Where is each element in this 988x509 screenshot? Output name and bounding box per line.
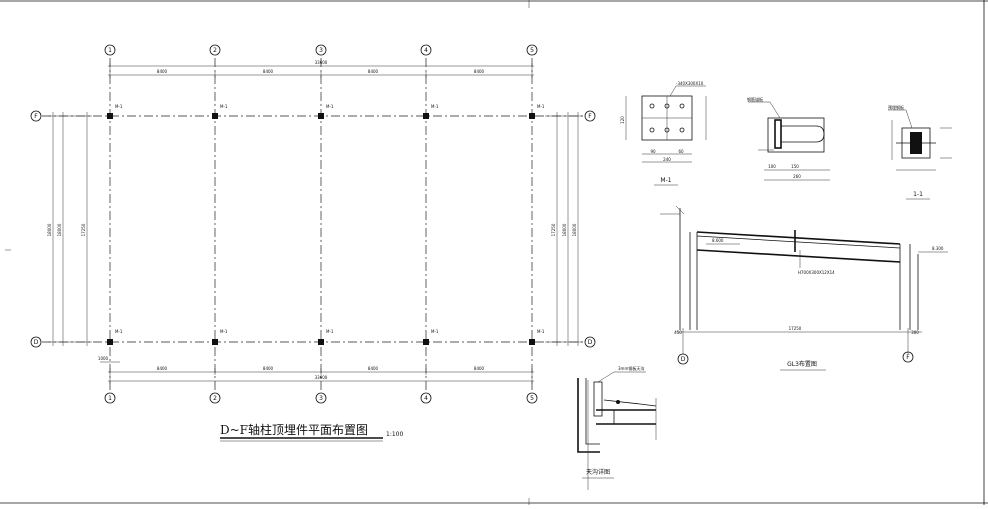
m1-detail: -340X300X10 240 120 90 60 M-1 <box>620 81 707 186</box>
embed-plate-3F <box>318 113 324 119</box>
anchor-dim-3: 260 <box>793 174 801 179</box>
gl3-edge-left: 450 <box>674 330 682 335</box>
embed-plate-4D <box>423 339 429 345</box>
gl3-elev-right: 8.300 <box>932 246 944 251</box>
bottom-extra-dim: 1000 <box>98 356 109 361</box>
tag-1D: M-1 <box>115 329 123 334</box>
m1-sub-dim-1: 90 <box>650 149 656 154</box>
axis-bubble-5-top: 5 <box>530 47 534 54</box>
bottom-bay-dim-1: 8400 <box>157 366 168 371</box>
embed-plates <box>107 113 535 345</box>
axis-bubbles-top: 1 2 3 4 5 <box>104 44 538 56</box>
m1-title: M-1 <box>660 177 671 184</box>
left-dim-inner: 17250 <box>81 223 86 236</box>
plan-scale: 1:100 <box>386 431 403 438</box>
axis-bubble-F-left: F <box>34 113 38 120</box>
embed-plate-2F <box>212 113 218 119</box>
m1-sub-dim-2: 60 <box>678 149 684 154</box>
axis-bubble-4-top: 4 <box>424 47 428 54</box>
gutter-title: 天沟详图 <box>586 468 610 476</box>
axis-bubble-5-bottom: 5 <box>530 395 534 402</box>
plan-view: 33600 8400 8400 8400 8400 1000 8400 8400… <box>30 44 596 442</box>
top-bay-dim-1: 8400 <box>157 69 168 74</box>
right-dimension-chain: 17250 18000 18000 <box>545 112 583 346</box>
anchor-dim-2: 150 <box>791 164 799 169</box>
plan-title: D~F轴柱顶埋件平面布置图 <box>220 422 368 437</box>
tag-4F: M-1 <box>431 104 439 109</box>
axis-bubble-1-bottom: 1 <box>108 395 112 402</box>
top-bay-dim-3: 8400 <box>368 69 379 74</box>
axis-bubbles-rows: F D F D <box>30 110 596 348</box>
embed-plate-5F <box>529 113 535 119</box>
top-bay-dim-2: 8400 <box>263 69 274 74</box>
right-dim-outer: 18000 <box>572 223 577 236</box>
section-1-1: 预埋钢板 1-1 <box>888 104 952 200</box>
embed-plate-tags: M-1 M-1 M-1 M-1 M-1 M-1 M-1 M-1 M-1 M-1 <box>115 104 545 334</box>
anchor-detail: 钢筋锚板 100 150 260 <box>747 96 830 181</box>
s11-title: 1-1 <box>913 191 923 198</box>
top-dimension-chain: 33600 8400 8400 8400 8400 <box>108 60 534 78</box>
row-grid-lines <box>42 115 585 343</box>
tag-4D: M-1 <box>431 329 439 334</box>
axis-bubble-1-top: 1 <box>108 47 112 54</box>
bottom-bay-dim-4: 8400 <box>474 366 485 371</box>
left-dim-mid: 18000 <box>57 223 62 236</box>
embed-plate-5D <box>529 339 535 345</box>
tag-3D: M-1 <box>326 329 334 334</box>
s11-note: 预埋钢板 <box>888 104 904 110</box>
gl3-beam-spec: H700X300X12X14 <box>798 270 835 275</box>
gl3-axis-F: F <box>906 354 910 361</box>
axis-bubble-D-left: D <box>34 339 39 346</box>
bottom-total-dim: 33600 <box>315 375 328 380</box>
top-bay-dim-4: 8400 <box>474 69 485 74</box>
embed-plate-1F <box>107 113 113 119</box>
m1-width-dim: 240 <box>663 157 671 162</box>
gl3-edge-right: 300 <box>911 330 919 335</box>
axis-bubble-3-top: 3 <box>319 47 323 54</box>
tag-5F: M-1 <box>537 104 545 109</box>
tag-3F: M-1 <box>326 104 334 109</box>
axis-bubbles-bottom: 1 2 3 4 5 <box>104 392 538 404</box>
axis-bubble-2-top: 2 <box>213 47 217 54</box>
right-dim-mid: 18000 <box>562 223 567 236</box>
axis-bubble-2-bottom: 2 <box>213 395 217 402</box>
axis-bubble-F-right: F <box>588 113 592 120</box>
embed-plate-2D <box>212 339 218 345</box>
embed-plate-4F <box>423 113 429 119</box>
axis-bubble-D-right: D <box>588 339 593 346</box>
right-dim-inner: 17250 <box>551 223 556 236</box>
gl3-elev-left: 8.600 <box>712 238 724 243</box>
tag-5D: M-1 <box>537 329 545 334</box>
left-dimension-chain: 18000 18000 17250 <box>47 112 92 346</box>
bottom-bay-dim-3: 8400 <box>368 366 379 371</box>
plan-title-block: D~F轴柱顶埋件平面布置图 1:100 <box>220 422 403 442</box>
anchor-plate-body <box>767 117 825 153</box>
embed-plate-1D <box>107 339 113 345</box>
embed-plate-3D <box>318 339 324 345</box>
gutter-note: 3mm钢板天沟 <box>618 365 644 371</box>
anchor-note: 钢筋锚板 <box>747 96 763 102</box>
gl3-axis-D: D <box>681 356 686 363</box>
top-total-dim: 33600 <box>315 60 328 65</box>
axis-bubble-4-bottom: 4 <box>424 395 428 402</box>
gl3-title: GL3布置图 <box>787 360 817 368</box>
axis-bubble-3-bottom: 3 <box>319 395 323 402</box>
bottom-bay-dim-2: 8400 <box>263 366 274 371</box>
gl3-span-dim: 17250 <box>789 326 802 331</box>
tag-1F: M-1 <box>115 104 123 109</box>
gl3-elevation: 8.600 8.300 H700X300X12X14 17250 450 300… <box>660 205 948 371</box>
bottom-dimension-chain: 1000 8400 8400 8400 8400 33600 <box>98 356 534 384</box>
anchor-dim-1: 100 <box>768 164 776 169</box>
gutter-detail: 3mm钢板天沟 天沟详图 <box>577 365 657 490</box>
m1-plate-spec: -340X300X10 <box>676 81 704 86</box>
tag-2F: M-1 <box>220 104 228 109</box>
m1-height-dim: 120 <box>620 116 625 124</box>
left-dim-outer: 18000 <box>47 223 52 236</box>
tag-2D: M-1 <box>220 329 228 334</box>
